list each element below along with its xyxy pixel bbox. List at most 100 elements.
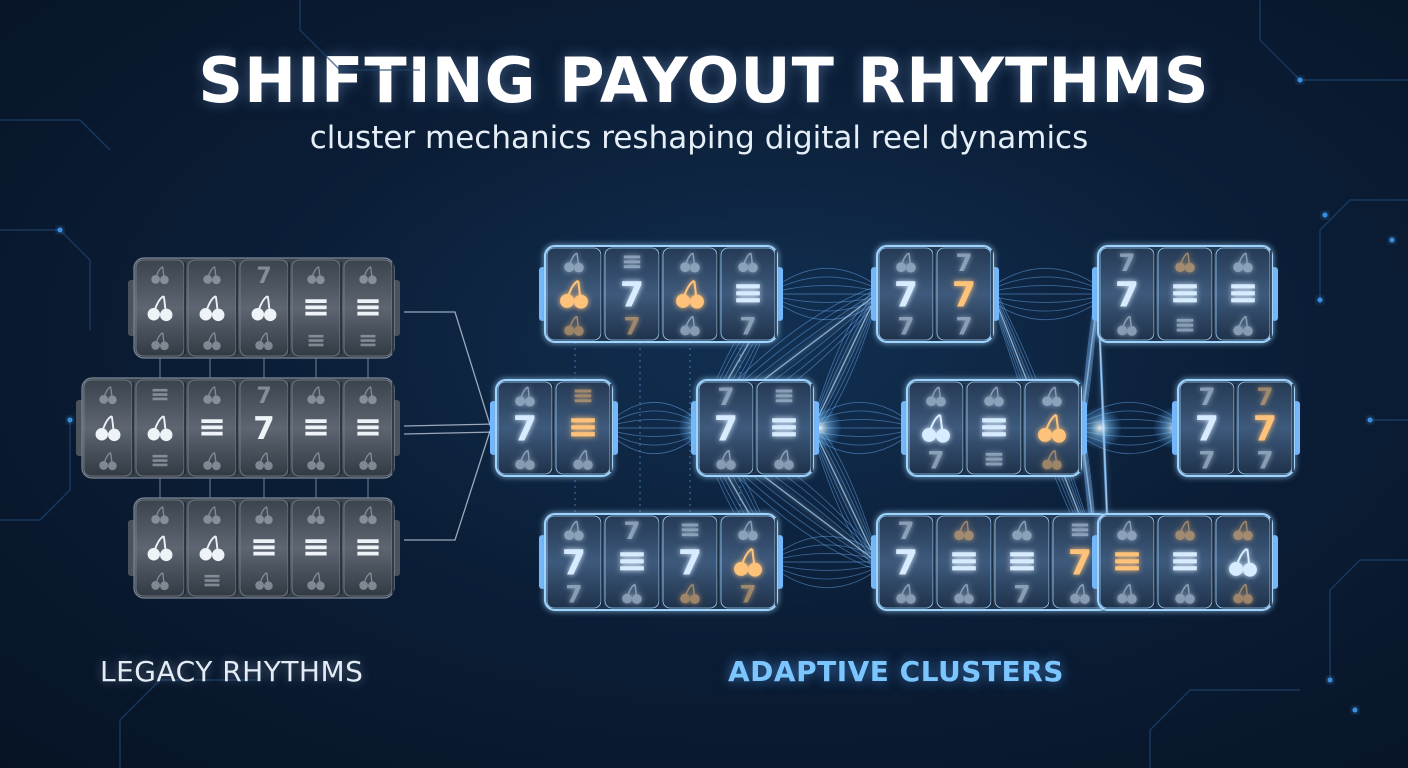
cherry-icon (1042, 449, 1062, 470)
reel (187, 379, 238, 477)
cherry-icon (954, 520, 974, 541)
cluster-connector (992, 268, 1099, 287)
reel (239, 499, 290, 597)
bar-icon (1231, 284, 1255, 303)
circuit-trace (1259, 0, 1408, 81)
reel: 7 (662, 515, 719, 609)
cherry-icon (680, 583, 700, 604)
cluster-connector (812, 288, 878, 423)
cherry-icon (1233, 252, 1253, 273)
seven-symbol: 7 (1257, 445, 1274, 474)
reel-housing (544, 245, 778, 343)
bar-icon (357, 539, 379, 556)
seven-symbol: 7 (952, 276, 976, 316)
bar-icon (571, 418, 595, 437)
cluster-connector (992, 285, 1099, 292)
reel (343, 379, 394, 477)
bar-icon (152, 454, 168, 467)
bar-icon (681, 523, 699, 537)
cherry-icon (1175, 520, 1195, 541)
legacy-connector (403, 423, 497, 427)
cherry-icon (1233, 583, 1253, 604)
page-subtitle: cluster mechanics reshaping digital reel… (309, 120, 1089, 156)
seven-symbol: 7 (894, 276, 918, 316)
seven-symbol: 7 (678, 544, 702, 584)
bar-icon (775, 389, 793, 403)
reel-housing (544, 513, 778, 611)
cherry-icon (199, 295, 225, 322)
cherry-icon (1070, 583, 1090, 604)
cherry-icon (203, 452, 221, 471)
cherry-icon (147, 415, 173, 442)
cherry-icon (251, 295, 277, 322)
seven-symbol: 7 (562, 544, 586, 584)
reel: 77 (878, 515, 935, 609)
cluster-connector (776, 536, 878, 555)
cherry-icon (680, 252, 700, 273)
bar-icon (574, 389, 592, 403)
reel: 7 (908, 381, 965, 474)
seven-symbol: 7 (256, 384, 271, 409)
reel: 7 (720, 247, 777, 340)
cluster-connector (812, 435, 878, 571)
cluster-connector (992, 296, 1099, 303)
cherry-icon (255, 332, 273, 351)
circuit-node (1297, 77, 1303, 83)
reel (291, 499, 342, 597)
adaptive-clusters-label: ADAPTIVE CLUSTERS (728, 655, 1064, 688)
seven-symbol: 7 (253, 411, 275, 447)
cherry-icon (680, 315, 700, 336)
legacy-connector (404, 311, 492, 429)
reel (1099, 515, 1156, 609)
cherry-icon (199, 535, 225, 562)
reel: 777 (1237, 381, 1294, 474)
cherry-icon (774, 449, 794, 470)
cherry-icon (1233, 520, 1253, 541)
reel: 77 (698, 381, 755, 475)
bar-icon (952, 552, 976, 571)
cluster-connector (812, 285, 878, 421)
cherry-icon (926, 386, 946, 407)
bar-icon (305, 539, 327, 556)
reel (83, 379, 134, 477)
seven-symbol: 7 (928, 445, 945, 474)
cherry-icon (99, 452, 117, 471)
circuit-trace (0, 119, 111, 151)
bar-icon (357, 299, 379, 316)
cluster-connector (776, 544, 878, 558)
seven-symbol: 7 (1199, 445, 1216, 474)
reel (135, 379, 186, 477)
bar-icon (1176, 318, 1194, 332)
cherry-icon (560, 279, 588, 309)
cherry-icon (359, 572, 377, 591)
reel: 77 (878, 247, 935, 340)
circuit-node (1317, 297, 1323, 303)
reel: 777 (1179, 381, 1236, 474)
legacy-connector (403, 431, 497, 435)
seven-symbol: 7 (1199, 382, 1216, 411)
bar-icon (152, 388, 168, 401)
reel: 77 (546, 515, 603, 608)
adaptive-cluster-group: 77 (1092, 245, 1278, 343)
cherry-icon (255, 452, 273, 471)
cluster-connector (776, 298, 878, 312)
bar-icon (305, 299, 327, 316)
seven-symbol: 7 (1014, 579, 1031, 608)
reel: 77 (1099, 247, 1156, 341)
cherry-icon (99, 386, 117, 405)
reel (756, 381, 813, 475)
cherry-icon (255, 572, 273, 591)
reel (135, 259, 186, 357)
circuit-trace (0, 420, 71, 521)
reel (662, 247, 719, 341)
cherry-icon (622, 583, 642, 604)
reel (936, 515, 993, 609)
cherry-icon (359, 386, 377, 405)
cherry-icon (307, 386, 325, 405)
seven-symbol: 7 (714, 410, 738, 450)
reel (135, 499, 186, 597)
circuit-trace (1149, 689, 1300, 768)
